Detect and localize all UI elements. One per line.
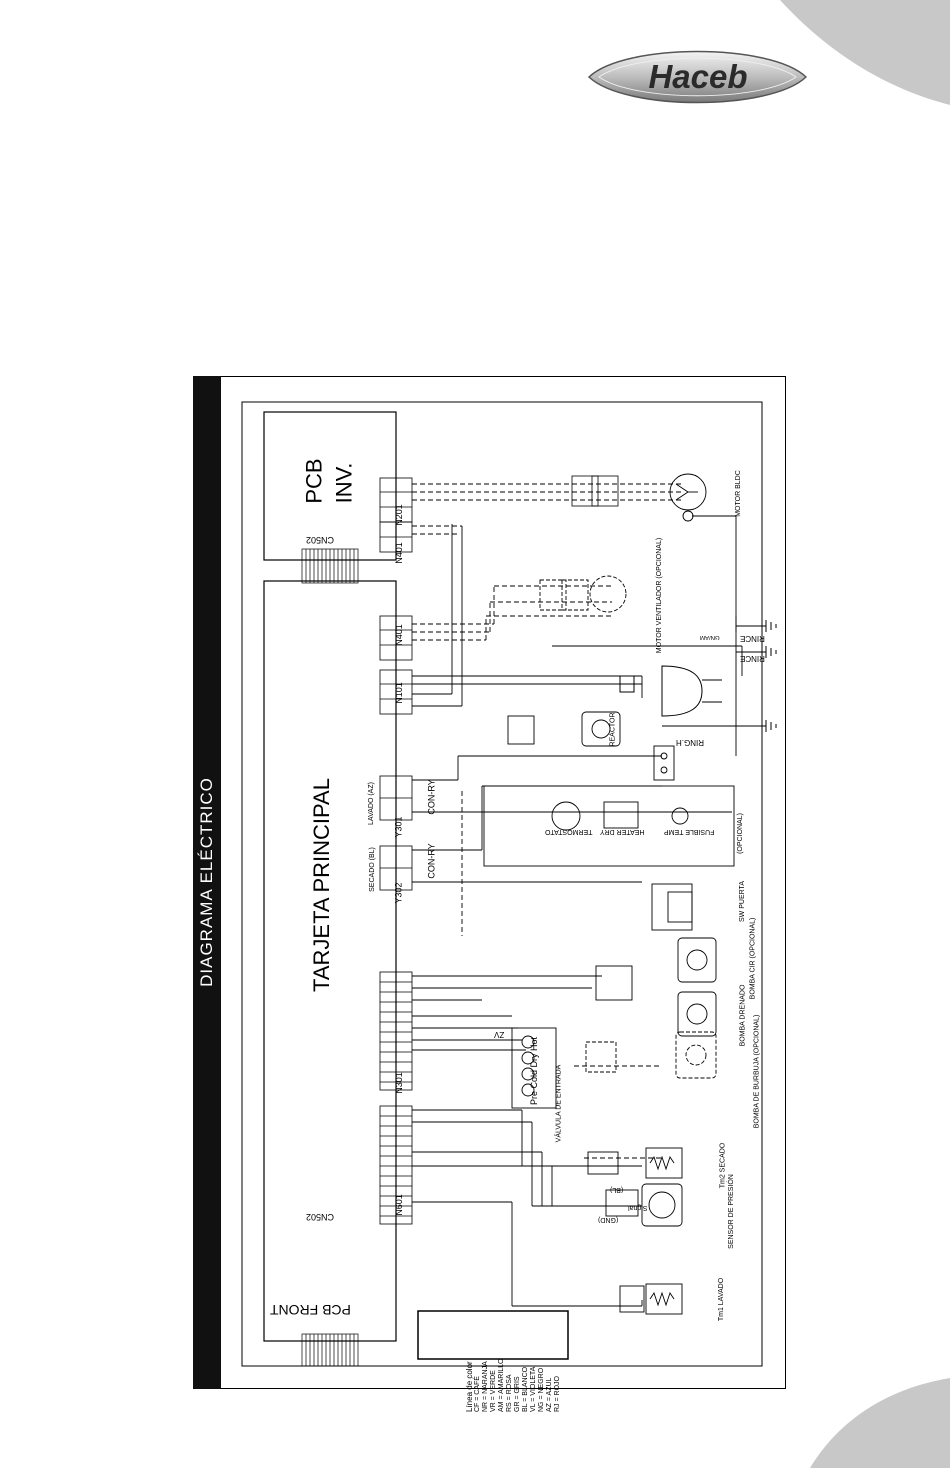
legend-item: GR = GRIS xyxy=(514,1376,521,1412)
opcional-label: (OPCIONAL) xyxy=(736,813,744,854)
rince-label-1: RINCE xyxy=(740,634,765,643)
sensor-presion-label: SENSOR DE PRESIÓN xyxy=(727,1174,735,1249)
pcb-front-label: PCB FRONT xyxy=(270,1302,351,1318)
reactor-label: REACTOR xyxy=(609,712,617,747)
tm2-secado xyxy=(587,1147,683,1179)
heater-section xyxy=(483,785,735,867)
gnd-label: (GND) xyxy=(598,1216,619,1223)
zv-label: ZV xyxy=(494,1030,505,1039)
brand-logo: Haceb xyxy=(587,50,808,104)
legend-item: NG = NEGRO xyxy=(538,1367,545,1412)
signal-label: Signal xyxy=(628,1204,648,1211)
ring-h xyxy=(653,745,675,781)
wiring-diagram xyxy=(241,401,777,1367)
tm1-label: Tm1 LAVADO xyxy=(718,1277,726,1322)
n601-label: N601 xyxy=(393,1194,404,1216)
legend-item: CF = CAFÉ xyxy=(474,1376,481,1412)
wires-dashed xyxy=(412,483,682,1159)
cn502-bottom-label: CN502 xyxy=(306,1212,335,1222)
cn502-bottom-connector xyxy=(301,1333,359,1367)
valvula-inputs-label: Pre Cold Dry Hot xyxy=(529,1036,540,1106)
logo-text: Haceb xyxy=(648,58,747,95)
legend-box xyxy=(417,1310,569,1360)
legend-item: BL = BLANCO xyxy=(522,1366,529,1412)
legend-item: AM = AMARILLO xyxy=(498,1358,505,1413)
connector-y302 xyxy=(379,845,413,891)
corner-decoration-bottom xyxy=(810,1378,950,1468)
cn502-top-connector xyxy=(301,548,359,584)
motor-ventilador xyxy=(539,575,627,613)
pcb-inv-label-2: INV. xyxy=(331,462,357,504)
legend-item: RS = ROSA xyxy=(506,1374,513,1412)
legend-item: VR = VERDE xyxy=(490,1370,497,1412)
tm2-label: Tm2 SECADO xyxy=(719,1142,727,1189)
title-bar xyxy=(193,376,221,1389)
bomba-burbuja xyxy=(585,1031,717,1079)
n201-label: N201 xyxy=(393,504,404,526)
y301-label: Y301 xyxy=(393,816,404,838)
n301-label: N301 xyxy=(393,1072,404,1094)
legend-item: VL = VIOLETA xyxy=(530,1366,537,1412)
main-board-label: TARJETA PRINCIPAL xyxy=(308,778,334,992)
valvula-entrada xyxy=(511,1027,557,1109)
heater-dry-label: HEATER DRY xyxy=(600,828,645,835)
legend-title: Línea de color xyxy=(465,1361,474,1412)
connector-n301 xyxy=(379,971,413,1091)
power-plug xyxy=(619,665,722,717)
connector-n601 xyxy=(379,1105,413,1225)
motor-ventilador-label: MOTOR VENTILADOR (OPCIONAL) xyxy=(656,537,664,654)
sw-puerta xyxy=(651,883,693,931)
termostato-label: TERMOSTATO xyxy=(545,828,593,835)
lavado-label: LAVADO (AZ) xyxy=(367,782,375,825)
secado-label: SECADO (BL) xyxy=(368,847,376,892)
cn502-top-label: CN502 xyxy=(306,535,335,545)
n401-mid-label: N401 xyxy=(393,624,404,646)
gn-am-label: GN/AM xyxy=(700,634,720,640)
connector-y301 xyxy=(379,775,413,821)
n401-top-label: N401 xyxy=(393,542,404,564)
motor-bldc xyxy=(669,473,707,522)
fusible-temp-label: FUSIBLE TEMP xyxy=(664,828,715,835)
connector-n401-mid xyxy=(379,615,413,661)
ground-symbols xyxy=(735,616,777,732)
sensor-presion xyxy=(605,1183,683,1227)
legend-item: AZ = AZUL xyxy=(546,1377,553,1412)
bomba-cir xyxy=(595,937,717,1001)
motor-bldc-label: MOTOR BLDC xyxy=(734,470,742,517)
y302-label: Y302 xyxy=(393,882,404,904)
connector-con080 xyxy=(571,475,619,507)
bomba-cir-label: BOMBA CIR (OPCIONAL) xyxy=(749,917,757,1000)
reactor xyxy=(507,711,621,747)
con-ry-label-2: CON-RY xyxy=(426,843,437,879)
connector-n101 xyxy=(379,669,413,715)
con-ry-label-1: CON-RY xyxy=(426,779,437,815)
rince-label-2: RINCE xyxy=(740,654,765,663)
sw-puerta-label: SW PUERTA xyxy=(738,881,746,922)
connector-n401-top xyxy=(379,521,413,553)
bomba-drenado-label: BOMBA DRENADO xyxy=(739,984,747,1047)
legend-item: RJ = ROJO xyxy=(554,1376,561,1412)
bl-label: (BL) xyxy=(610,1186,624,1193)
pcb-inv-label-1: PCB xyxy=(301,458,327,504)
ring-h-label: RING.H xyxy=(676,738,704,747)
corner-decoration-top xyxy=(780,0,950,105)
legend-item: NR = NARANJA xyxy=(482,1361,489,1412)
tm1-lavado xyxy=(619,1283,683,1315)
bomba-drenado xyxy=(677,991,717,1037)
bomba-burbuja-label: BOMBA DE BURBUJA (OPCIONAL) xyxy=(753,1014,761,1129)
n101-label: N101 xyxy=(393,682,404,704)
page-title: DIAGRAMA ELÉCTRICO xyxy=(197,777,216,987)
color-legend: Línea de color CF = CAFÉ NR = NARANJA VR… xyxy=(465,1260,561,1413)
wires-solid xyxy=(412,515,743,1307)
valvula-label: VÁLVULA DE ENTRADA xyxy=(555,1064,563,1143)
